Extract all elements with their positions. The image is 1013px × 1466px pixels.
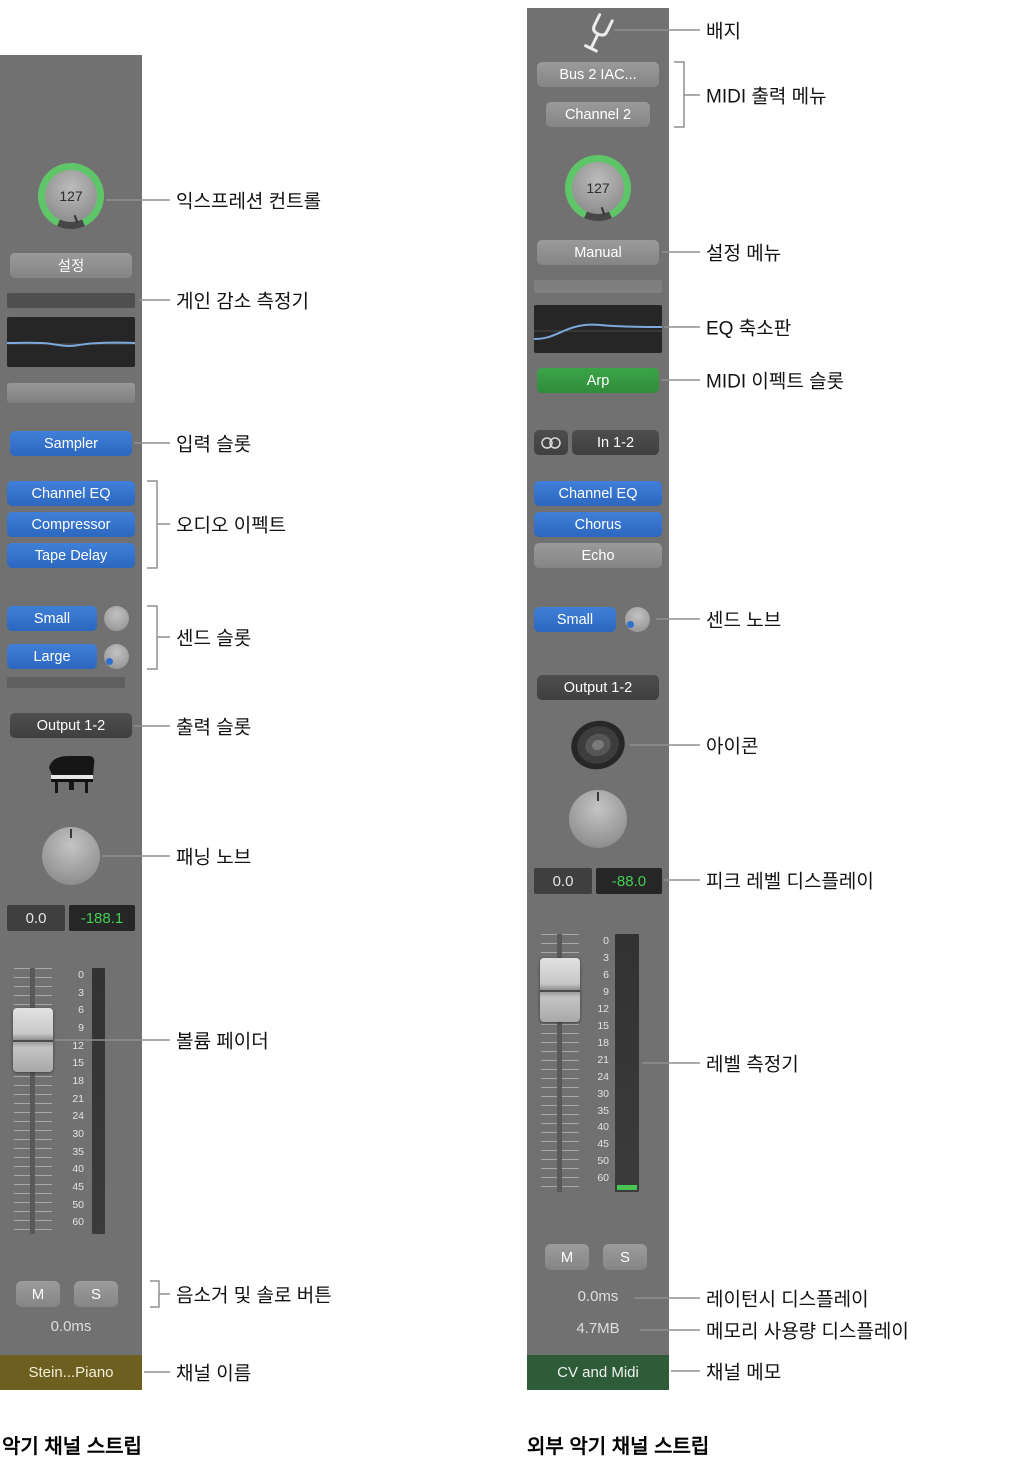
midi-output-port-button[interactable]: Bus 2 IAC... xyxy=(537,62,659,87)
expression-knob[interactable]: 127 xyxy=(565,155,631,221)
memory-usage-display: 4.7MB xyxy=(576,1320,620,1337)
expression-knob[interactable]: 127 xyxy=(38,163,104,229)
send-slot-button[interactable]: Large xyxy=(7,644,97,669)
channel-icon[interactable] xyxy=(566,714,630,776)
annotation-level-meter: 레벨 측정기 xyxy=(706,1054,799,1076)
input-format-button[interactable] xyxy=(534,430,568,455)
piano-icon xyxy=(49,756,95,793)
peak-display[interactable]: -188.1 xyxy=(69,905,135,931)
annotation-peak-level-display: 피크 레벨 디스플레이 xyxy=(706,871,874,893)
empty-slot[interactable] xyxy=(7,383,135,403)
peak-display[interactable]: -88.0 xyxy=(596,868,662,894)
input-slot-button[interactable]: Sampler xyxy=(10,431,132,456)
annotation-volume-fader: 볼륨 페이더 xyxy=(176,1031,269,1053)
audio-effect-slot[interactable]: Chorus xyxy=(534,512,662,537)
pan-knob[interactable] xyxy=(42,827,100,885)
annotation-settings-menu: 설정 메뉴 xyxy=(706,243,782,265)
speaker-icon xyxy=(571,720,625,770)
input-slot-button[interactable]: In 1-2 xyxy=(572,430,659,455)
badge xyxy=(579,12,617,56)
annotation-memory-usage-display: 메모리 사용량 디스플레이 xyxy=(706,1321,909,1343)
send-level-bar xyxy=(7,677,125,688)
expression-knob-value: 127 xyxy=(572,162,624,214)
output-slot-button[interactable]: Output 1-2 xyxy=(537,675,659,700)
audio-effect-slot[interactable]: Channel EQ xyxy=(534,481,662,506)
eq-curve-icon xyxy=(7,341,135,347)
send-slot-button[interactable]: Small xyxy=(7,606,97,631)
audio-effect-slot[interactable]: Channel EQ xyxy=(7,481,135,506)
caption-external-instrument-strip: 외부 악기 채널 스트립 xyxy=(527,1436,710,1458)
audio-effect-slot[interactable]: Compressor xyxy=(7,512,135,537)
gain-reduction-meter xyxy=(534,280,662,293)
annotation-audio-effects: 오디오 이펙트 xyxy=(176,515,287,537)
annotation-latency-display: 레이턴시 디스플레이 xyxy=(706,1289,869,1311)
mute-button[interactable]: M xyxy=(16,1281,60,1307)
annotation-midi-effect-slot: MIDI 이펙트 슬롯 xyxy=(706,371,845,393)
channel-memo[interactable]: CV and Midi xyxy=(527,1355,669,1390)
annotation-channel-memo: 채널 메모 xyxy=(706,1362,782,1384)
annotation-expression-control: 익스프레션 컨트롤 xyxy=(176,191,322,213)
solo-button[interactable]: S xyxy=(603,1244,647,1270)
annotation-mute-solo-buttons: 음소거 및 솔로 버튼 xyxy=(176,1285,332,1307)
level-meter xyxy=(615,934,639,1192)
solo-button[interactable]: S xyxy=(74,1281,118,1307)
caption-instrument-strip: 악기 채널 스트립 xyxy=(2,1436,142,1458)
mute-button[interactable]: M xyxy=(545,1244,589,1270)
volume-fader[interactable] xyxy=(13,1008,53,1072)
eq-curve-icon xyxy=(534,323,662,340)
external-instrument-channel-strip: Bus 2 IAC... Channel 2 127 Manual Arp In… xyxy=(527,8,669,1390)
annotation-output-slot: 출력 슬롯 xyxy=(176,717,252,739)
midi-effect-slot[interactable]: Arp xyxy=(537,368,659,393)
tuning-fork-icon xyxy=(584,13,614,53)
expression-knob-value: 127 xyxy=(45,170,97,222)
gain-reduction-meter xyxy=(7,293,135,308)
output-slot-button[interactable]: Output 1-2 xyxy=(10,713,132,738)
channel-name[interactable]: Stein...Piano xyxy=(0,1355,142,1390)
volume-fader[interactable] xyxy=(540,958,580,1022)
annotation-midi-output-menu: MIDI 출력 메뉴 xyxy=(706,86,827,108)
annotation-send-slots: 센드 슬롯 xyxy=(176,628,252,650)
instrument-channel-strip: 127 설정 Sampler Channel EQ Compressor Tap… xyxy=(0,55,142,1390)
send-slot-button[interactable]: Small xyxy=(534,607,616,632)
settings-button[interactable]: 설정 xyxy=(10,253,132,278)
eq-thumbnail[interactable] xyxy=(7,317,135,367)
annotation-input-slot: 입력 슬롯 xyxy=(176,434,252,456)
send-knob[interactable] xyxy=(625,607,650,632)
stereo-circles-icon xyxy=(541,436,561,449)
latency-display: 0.0ms xyxy=(50,1318,92,1335)
pan-knob[interactable] xyxy=(569,790,627,848)
audio-effect-slot[interactable]: Tape Delay xyxy=(7,543,135,568)
annotation-icon: 아이콘 xyxy=(706,736,759,758)
midi-output-channel-button[interactable]: Channel 2 xyxy=(546,102,650,127)
annotation-channel-name: 채널 이름 xyxy=(176,1363,252,1385)
level-meter-signal xyxy=(617,1185,637,1190)
channel-icon[interactable] xyxy=(45,752,97,796)
eq-thumbnail[interactable] xyxy=(534,305,662,353)
annotation-send-knob: 센드 노브 xyxy=(706,610,782,632)
pan-display[interactable]: 0.0 xyxy=(7,905,65,931)
send-knob[interactable] xyxy=(104,644,129,669)
annotation-gain-reduction-meter: 게인 감소 측정기 xyxy=(176,291,309,313)
latency-display: 0.0ms xyxy=(577,1288,619,1305)
annotation-pan-knob: 패닝 노브 xyxy=(176,847,252,869)
annotation-badge: 배지 xyxy=(706,21,741,43)
send-knob[interactable] xyxy=(104,606,129,631)
settings-menu-button[interactable]: Manual xyxy=(537,240,659,265)
audio-effect-slot[interactable]: Echo xyxy=(534,543,662,568)
pan-display[interactable]: 0.0 xyxy=(534,868,592,894)
annotation-eq-thumbnail: EQ 축소판 xyxy=(706,318,792,340)
level-meter xyxy=(92,968,105,1234)
